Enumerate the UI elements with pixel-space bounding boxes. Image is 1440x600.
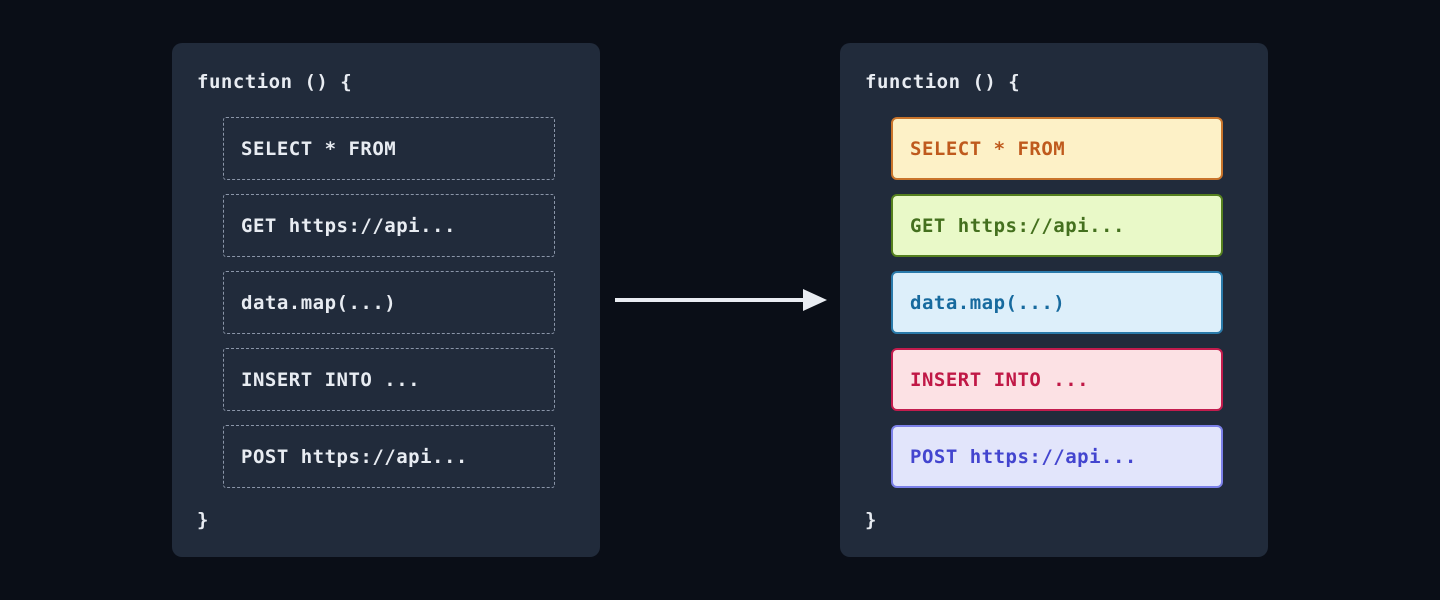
snippet-label: INSERT INTO ... [241, 368, 421, 391]
snippet-label: GET https://api... [241, 214, 456, 237]
snippet-label: INSERT INTO ... [910, 368, 1090, 391]
snippet-label: data.map(...) [910, 291, 1066, 314]
snippet-label: GET https://api... [910, 214, 1125, 237]
after-code-panel: function () { SELECT * FROM GET https://… [840, 43, 1268, 557]
highlighted-snippet-box-sql-select: SELECT * FROM [891, 117, 1223, 180]
snippet-box-select: SELECT * FROM [223, 117, 555, 180]
snippet-box-insert: INSERT INTO ... [223, 348, 555, 411]
snippet-box-map: data.map(...) [223, 271, 555, 334]
function-close-line: } [865, 509, 877, 531]
snippet-label: POST https://api... [910, 445, 1137, 468]
snippet-box-post: POST https://api... [223, 425, 555, 488]
snippet-box-get: GET https://api... [223, 194, 555, 257]
before-code-panel: function () { SELECT * FROM GET https://… [172, 43, 600, 557]
function-close-line: } [197, 509, 209, 531]
highlighted-snippet-box-http-get: GET https://api... [891, 194, 1223, 257]
after-snippet-list: SELECT * FROM GET https://api... data.ma… [891, 117, 1223, 488]
snippet-label: SELECT * FROM [910, 137, 1066, 160]
function-open-line: function () { [865, 71, 1021, 93]
function-open-line: function () { [197, 71, 353, 93]
snippet-label: POST https://api... [241, 445, 468, 468]
transform-arrow-icon [613, 286, 829, 314]
highlighted-snippet-box-http-post: POST https://api... [891, 425, 1223, 488]
highlighted-snippet-box-js-map: data.map(...) [891, 271, 1223, 334]
snippet-label: SELECT * FROM [241, 137, 397, 160]
before-snippet-list: SELECT * FROM GET https://api... data.ma… [223, 117, 555, 488]
snippet-label: data.map(...) [241, 291, 397, 314]
highlighted-snippet-box-sql-insert: INSERT INTO ... [891, 348, 1223, 411]
